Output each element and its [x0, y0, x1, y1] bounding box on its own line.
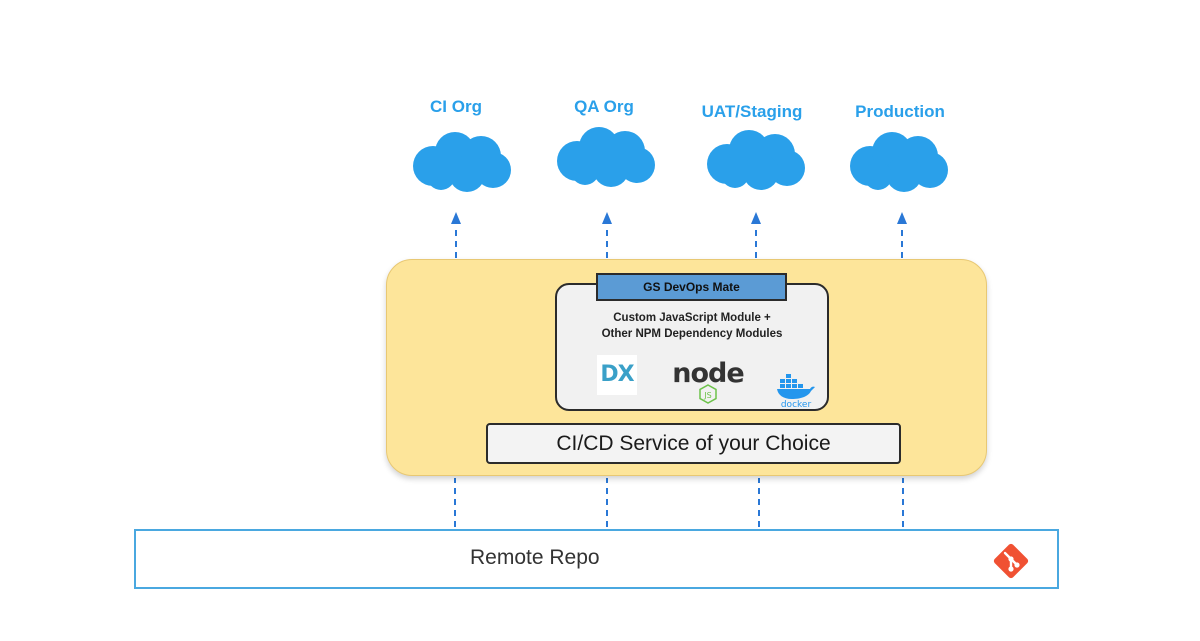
dx-logo-icon: DX	[597, 355, 637, 395]
cloud-icon	[707, 130, 805, 190]
nodejs-logo-text: node	[672, 358, 743, 389]
remote-repo-box	[134, 529, 1059, 589]
ci-cd-service-box: CI/CD Service of your Choice	[486, 423, 901, 464]
cloud-icon	[413, 132, 511, 192]
nodejs-logo-badge: JS	[703, 391, 711, 400]
arrowhead-qa-org	[602, 212, 612, 224]
arrowhead-ci-org	[451, 212, 461, 224]
env-label-uat-staging: UAT/Staging	[701, 102, 803, 121]
env-label-production: Production	[855, 102, 945, 121]
env-label-ci-org: CI Org	[430, 97, 482, 116]
git-logo-icon	[993, 543, 1029, 579]
modules-description: Custom JavaScript Module + Other NPM Dep…	[557, 310, 827, 342]
docker-logo-icon: docker	[777, 374, 815, 408]
env-label-qa-org: QA Org	[574, 97, 634, 116]
nodejs-logo-icon: node JS	[672, 358, 745, 404]
docker-logo-text: docker	[781, 400, 812, 408]
cloud-icon	[557, 127, 655, 187]
arrowhead-production	[897, 212, 907, 224]
modules-line-2: Other NPM Dependency Modules	[601, 328, 783, 340]
cloud-icon	[850, 132, 948, 192]
remote-repo-label: Remote Repo	[470, 546, 600, 569]
modules-line-1: Custom JavaScript Module +	[613, 312, 771, 324]
arrowhead-uat-staging	[751, 212, 761, 224]
devops-mate-header: GS DevOps Mate	[596, 273, 787, 301]
